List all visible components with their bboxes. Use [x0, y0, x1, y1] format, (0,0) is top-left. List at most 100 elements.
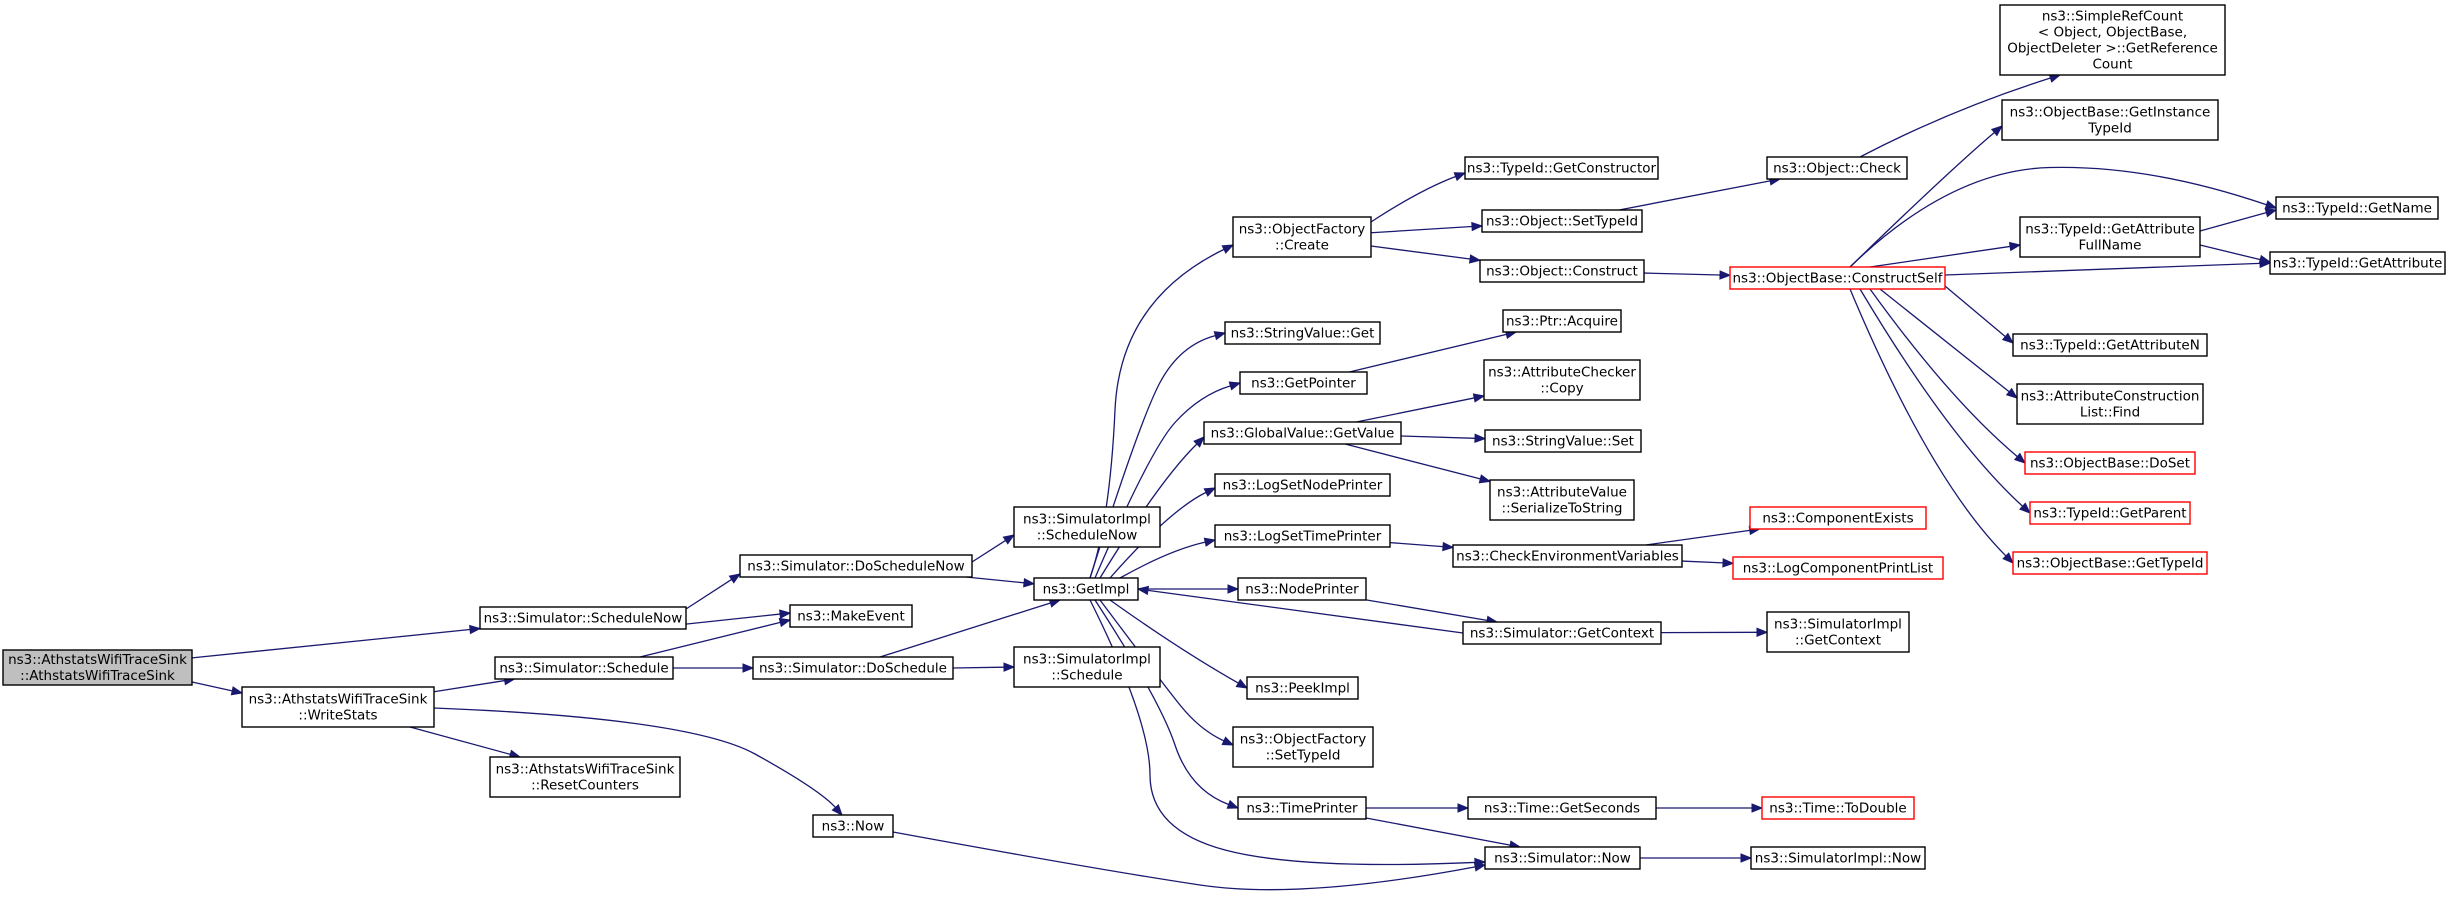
node-box[interactable] [1484, 429, 1642, 453]
node-root[interactable]: ns3::AthstatsWifiTraceSink::AthstatsWifi… [2, 649, 193, 686]
node-box[interactable] [1232, 726, 1374, 768]
node-box[interactable] [2019, 216, 2201, 258]
node-simimpl_now[interactable]: ns3::SimulatorImpl::Now [1750, 846, 1926, 870]
node-ptr_acquire[interactable]: ns3::Ptr::Acquire [1502, 309, 1622, 333]
node-getimpl[interactable]: ns3::GetImpl [1033, 577, 1139, 601]
node-doschedule[interactable]: ns3::Simulator::DoSchedule [752, 656, 954, 680]
node-tid_getparent[interactable]: ns3::TypeId::GetParent [2029, 501, 2191, 525]
node-box[interactable] [1462, 621, 1662, 645]
node-tid_getattribute[interactable]: ns3::TypeId::GetAttribute [2269, 251, 2446, 275]
node-box[interactable] [1489, 479, 1635, 521]
node-box[interactable] [1246, 676, 1359, 700]
node-box[interactable] [1452, 544, 1683, 568]
node-logcompprint[interactable]: ns3::LogComponentPrintList [1732, 556, 1944, 580]
node-logtimeprinter[interactable]: ns3::LogSetTimePrinter [1214, 524, 1391, 548]
node-obj_construct[interactable]: ns3::Object::Construct [1479, 259, 1645, 283]
node-of_settypeid[interactable]: ns3::ObjectFactory::SetTypeId [1232, 726, 1374, 768]
node-resetcounters[interactable]: ns3::AthstatsWifiTraceSink::ResetCounter… [489, 756, 681, 798]
node-tid_getconstructor[interactable]: ns3::TypeId::GetConstructor [1464, 156, 1659, 180]
node-writestats[interactable]: ns3::AthstatsWifiTraceSink::WriteStats [241, 686, 435, 728]
node-box[interactable] [2275, 196, 2439, 220]
node-simimpl_schedulenow[interactable]: ns3::SimulatorImpl::ScheduleNow [1013, 506, 1161, 548]
node-box[interactable] [1214, 524, 1391, 548]
node-nodeprinter[interactable]: ns3::NodePrinter [1237, 577, 1367, 601]
node-box[interactable] [1749, 506, 1927, 530]
node-ob_constructself[interactable]: ns3::ObjectBase::ConstructSelf [1729, 266, 1946, 290]
node-lognodeprinter[interactable]: ns3::LogSetNodePrinter [1214, 473, 1391, 497]
node-tid_getattrn[interactable]: ns3::TypeId::GetAttributeN [2012, 333, 2208, 357]
node-box[interactable] [812, 814, 894, 838]
node-box[interactable] [1013, 506, 1161, 548]
node-stringvalue_get[interactable]: ns3::StringValue::Get [1224, 321, 1381, 345]
node-obj_check[interactable]: ns3::Object::Check [1766, 156, 1908, 180]
node-refcount[interactable]: ns3::SimpleRefCount< Object, ObjectBase,… [1999, 4, 2226, 76]
node-box[interactable] [1479, 259, 1645, 283]
node-obj_settypeid[interactable]: ns3::Object::SetTypeId [1481, 209, 1643, 233]
node-box[interactable] [1013, 646, 1161, 688]
node-simimpl_getcontext[interactable]: ns3::SimulatorImpl::GetContext [1766, 611, 1910, 653]
node-doschedulenow[interactable]: ns3::Simulator::DoScheduleNow [739, 554, 973, 578]
node-box[interactable] [1464, 156, 1659, 180]
node-box[interactable] [789, 604, 913, 628]
node-schedule[interactable]: ns3::Simulator::Schedule [494, 656, 674, 680]
node-box[interactable] [1483, 359, 1641, 401]
node-time_getseconds[interactable]: ns3::Time::GetSeconds [1467, 796, 1657, 820]
node-box[interactable] [2, 649, 193, 686]
node-time_todouble[interactable]: ns3::Time::ToDouble [1761, 796, 1915, 820]
node-now[interactable]: ns3::Now [812, 814, 894, 838]
node-box[interactable] [739, 554, 973, 578]
node-box[interactable] [1502, 309, 1622, 333]
node-schedulenow[interactable]: ns3::Simulator::ScheduleNow [479, 606, 687, 630]
node-tid_getname[interactable]: ns3::TypeId::GetName [2275, 196, 2439, 220]
node-box[interactable] [2029, 501, 2191, 525]
node-box[interactable] [241, 686, 435, 728]
node-box[interactable] [1481, 209, 1643, 233]
node-checkenv[interactable]: ns3::CheckEnvironmentVariables [1452, 544, 1683, 568]
node-of_create[interactable]: ns3::ObjectFactory::Create [1232, 216, 1372, 258]
node-box[interactable] [1999, 4, 2226, 76]
node-box[interactable] [1232, 216, 1372, 258]
node-peekimpl[interactable]: ns3::PeekImpl [1246, 676, 1359, 700]
node-getpointer[interactable]: ns3::GetPointer [1239, 371, 1368, 395]
node-simimpl_schedule[interactable]: ns3::SimulatorImpl::Schedule [1013, 646, 1161, 688]
node-box[interactable] [1033, 577, 1139, 601]
node-box[interactable] [494, 656, 674, 680]
node-stringvalue_set[interactable]: ns3::StringValue::Set [1484, 429, 1642, 453]
node-box[interactable] [2269, 251, 2446, 275]
node-compexists[interactable]: ns3::ComponentExists [1749, 506, 1927, 530]
node-box[interactable] [2016, 383, 2204, 425]
node-av_serialize[interactable]: ns3::AttributeValue::SerializeToString [1489, 479, 1635, 521]
node-box[interactable] [489, 756, 681, 798]
node-timeprinter[interactable]: ns3::TimePrinter [1237, 796, 1367, 820]
node-box[interactable] [2012, 333, 2208, 357]
node-box[interactable] [1766, 156, 1908, 180]
node-ob_doset[interactable]: ns3::ObjectBase::DoSet [2024, 451, 2196, 475]
node-box[interactable] [479, 606, 687, 630]
node-box[interactable] [1237, 577, 1367, 601]
node-box[interactable] [1237, 796, 1367, 820]
node-ob_gettypeid[interactable]: ns3::ObjectBase::GetTypeId [2012, 551, 2208, 575]
node-box[interactable] [1732, 556, 1944, 580]
node-box[interactable] [1750, 846, 1926, 870]
node-box[interactable] [752, 656, 954, 680]
node-box[interactable] [2024, 451, 2196, 475]
node-box[interactable] [2001, 99, 2219, 141]
node-box[interactable] [2012, 551, 2208, 575]
node-gv_getvalue[interactable]: ns3::GlobalValue::GetValue [1203, 421, 1402, 445]
node-box[interactable] [1203, 421, 1402, 445]
node-ac_copy[interactable]: ns3::AttributeChecker::Copy [1483, 359, 1641, 401]
node-box[interactable] [1729, 266, 1946, 290]
node-sim_getcontext[interactable]: ns3::Simulator::GetContext [1462, 621, 1662, 645]
node-box[interactable] [1766, 611, 1910, 653]
node-box[interactable] [1239, 371, 1368, 395]
node-box[interactable] [1484, 846, 1641, 870]
node-sim_now[interactable]: ns3::Simulator::Now [1484, 846, 1641, 870]
node-box[interactable] [1761, 796, 1915, 820]
node-box[interactable] [1214, 473, 1391, 497]
node-box[interactable] [1467, 796, 1657, 820]
node-box[interactable] [1224, 321, 1381, 345]
node-makeevent[interactable]: ns3::MakeEvent [789, 604, 913, 628]
